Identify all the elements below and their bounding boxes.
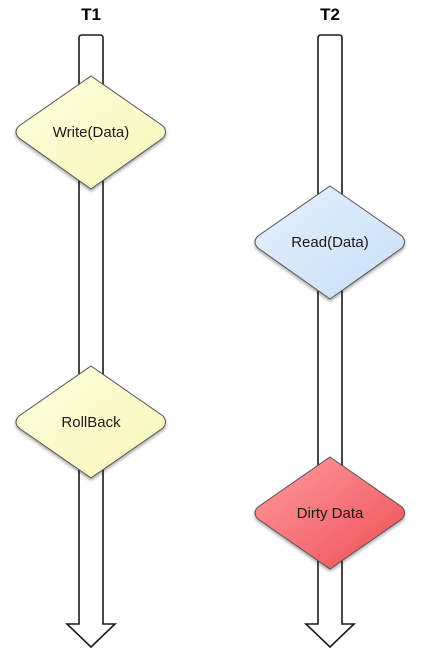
node-dirty-data: Dirty Data <box>254 456 405 570</box>
node-label: RollBack <box>61 414 121 431</box>
timeline-arrow-t1 <box>65 34 117 649</box>
decision-diamond <box>254 185 405 300</box>
lane-t1: T1 <box>65 5 117 649</box>
node-rollback: RollBack <box>15 365 166 479</box>
node-label: Read(Data) <box>291 234 369 251</box>
decision-diamond <box>15 75 166 190</box>
lane-title-t2: T2 <box>320 5 340 24</box>
lane-title-t1: T1 <box>81 5 101 24</box>
decision-diamond <box>15 365 166 479</box>
node-read-data: Read(Data) <box>254 185 405 300</box>
node-write-data: Write(Data) <box>15 75 166 190</box>
decision-diamond <box>254 456 405 570</box>
node-label: Write(Data) <box>53 124 129 141</box>
node-label: Dirty Data <box>297 505 364 522</box>
